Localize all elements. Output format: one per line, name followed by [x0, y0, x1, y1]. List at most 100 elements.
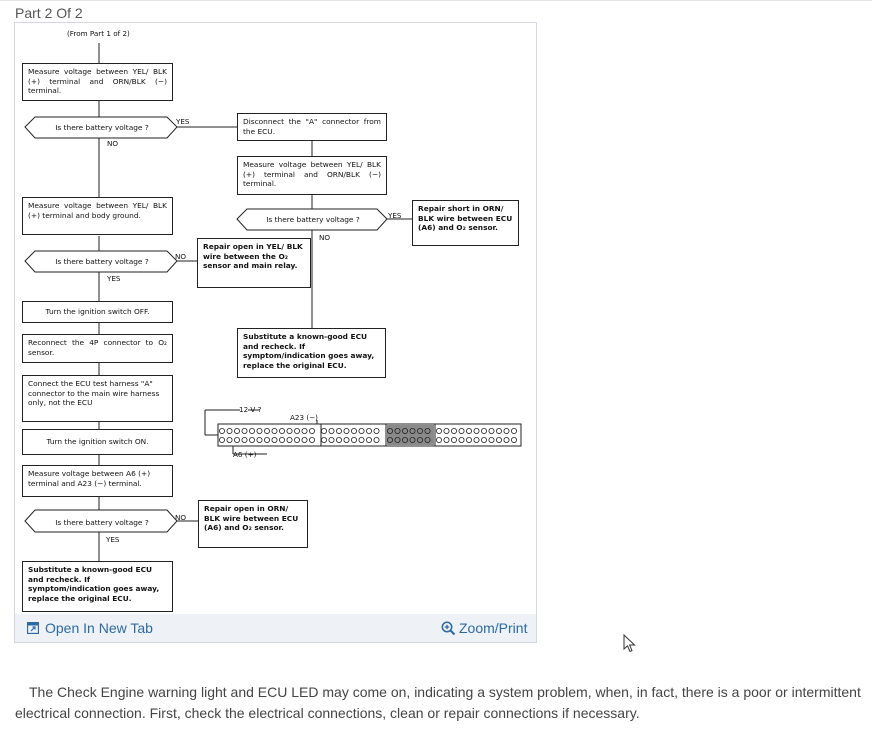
open-new-tab-label: Open In New Tab [45, 620, 153, 636]
connector-pin [263, 427, 270, 434]
decision-shape-1 [24, 116, 178, 139]
label-a6: A6 (+) [233, 450, 257, 459]
connector-pin [450, 436, 457, 443]
box-ignition-on: Turn the ignition switch ON. [22, 429, 173, 455]
connector-pin [401, 436, 408, 443]
connector-pin [343, 427, 350, 434]
label-12v: 12 V ? [239, 405, 262, 414]
connector-pin [416, 427, 423, 434]
decision-shape-4 [24, 509, 178, 533]
box-measure-yel-orn: Measure voltage between YEL/ BLK (+) ter… [22, 63, 173, 101]
connector-pin [218, 436, 225, 443]
flowchart-lines [24, 43, 522, 561]
connector-pin [218, 427, 225, 434]
connector-pin [226, 427, 233, 434]
label-no: NO [175, 513, 187, 522]
box-measure-a6-a23: Measure voltage between A6 (+) terminal … [22, 465, 173, 497]
connector-pin [358, 436, 365, 443]
connector-pin [350, 436, 357, 443]
box-repair-short: Repair short in ORN/ BLK wire between EC… [412, 200, 519, 246]
connector-pin [465, 436, 472, 443]
connector-pin [458, 427, 465, 434]
connector-pin [473, 427, 480, 434]
decision-shape-3 [24, 250, 178, 273]
ecu-connector-pinout [217, 423, 522, 447]
connector-pin [358, 427, 365, 434]
connector-pin [328, 436, 335, 443]
connector-pin [365, 436, 372, 443]
box-substitute-ecu-1: Substitute a known-good ECU and recheck.… [237, 328, 386, 378]
connector-pin [233, 427, 240, 434]
label-no: NO [107, 139, 119, 148]
connector-pin [286, 427, 293, 434]
box-repair-open-yel: Repair open in YEL/ BLK wire between the… [197, 238, 311, 288]
zoom-in-icon [441, 621, 456, 635]
connector-pin [401, 427, 408, 434]
connector-pin [335, 427, 342, 434]
open-new-tab-link[interactable]: Open In New Tab [27, 620, 153, 636]
connector-pin [510, 436, 517, 443]
connector-pin [409, 427, 416, 434]
connector-pin [394, 436, 401, 443]
connector-pin [328, 427, 335, 434]
box-ignition-off: Turn the ignition switch OFF. [22, 301, 173, 323]
connector-pin [480, 427, 487, 434]
connector-pin [488, 436, 495, 443]
connector-pin [365, 427, 372, 434]
label-no: NO [319, 233, 331, 242]
connector-pin [503, 427, 510, 434]
decision-text-1: Is there battery voltage ? [55, 123, 149, 132]
connector-pin [308, 427, 315, 434]
label-a23: A23 (−) [290, 413, 318, 422]
connector-pin [503, 436, 510, 443]
label-yes: YES [388, 211, 402, 220]
connector-pin [335, 436, 342, 443]
connector-pin [320, 427, 327, 434]
connector-pin [248, 427, 255, 434]
connector-pin [233, 436, 240, 443]
connector-pin [443, 436, 450, 443]
label-yes: YES [176, 117, 190, 126]
connector-pin [350, 427, 357, 434]
connector-pin [248, 436, 255, 443]
connector-pin [278, 436, 285, 443]
label-yes: YES [106, 535, 120, 544]
connector-pin [409, 436, 416, 443]
zoom-print-link[interactable]: Zoom/Print [441, 620, 527, 636]
connector-pin [320, 436, 327, 443]
connector-pin [416, 436, 423, 443]
box-measure-yel-body: Measure voltage between YEL/ BLK (+) ter… [22, 197, 173, 235]
connector-pin [435, 436, 442, 443]
connector-pin [301, 427, 308, 434]
mouse-cursor-icon [623, 634, 636, 653]
connector-pin [373, 427, 380, 434]
connector-pin [386, 427, 393, 434]
connector-pin [286, 436, 293, 443]
connector-pin [435, 427, 442, 434]
connector-pin [450, 427, 457, 434]
connector-pin [241, 427, 248, 434]
connector-pin [256, 427, 263, 434]
connector-pin [510, 427, 517, 434]
decision-text-4: Is there battery voltage ? [55, 517, 149, 527]
box-disconnect-a: Disconnect the "A" connector from the EC… [237, 113, 387, 141]
connector-pin [293, 436, 300, 443]
connector-pin [271, 436, 278, 443]
connector-pin [226, 436, 233, 443]
body-paragraph: The Check Engine warning light and ECU L… [15, 684, 861, 721]
box-connect-harness: Connect the ECU test harness "A" connect… [22, 375, 173, 422]
connector-pin [241, 436, 248, 443]
connector-pin [458, 436, 465, 443]
connector-pin [424, 436, 431, 443]
open-external-icon [27, 622, 39, 634]
decision-text-3: Is there battery voltage ? [55, 257, 149, 266]
box-reconnect-4p: Reconnect the 4P connector to O₂ sensor. [22, 334, 173, 363]
connector-pin [465, 427, 472, 434]
box-substitute-ecu-2: Substitute a known-good ECU and recheck.… [22, 561, 173, 612]
connector-pin [495, 427, 502, 434]
connector-pin [301, 436, 308, 443]
part-heading: Part 2 Of 2 [15, 5, 83, 21]
zoom-print-label: Zoom/Print [459, 620, 528, 636]
label-no: NO [175, 252, 187, 261]
from-part-note: (From Part 1 of 2) [67, 29, 130, 38]
